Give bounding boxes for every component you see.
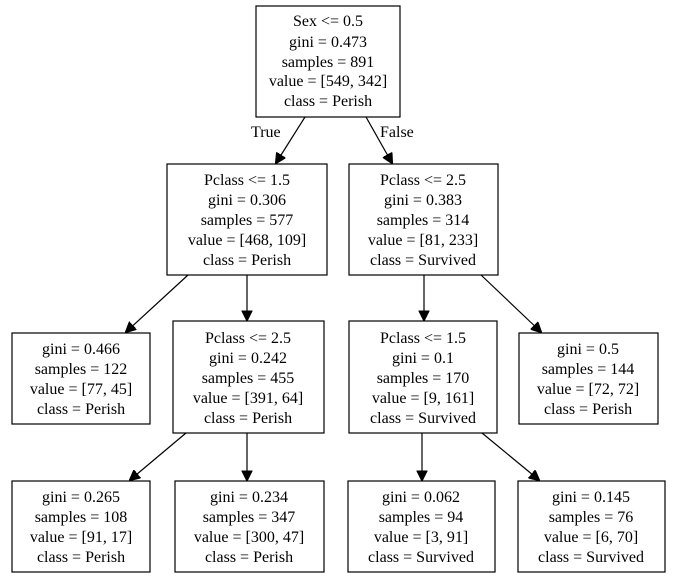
node-n2: Pclass <= 2.5 gini = 0.383 samples = 314… — [348, 163, 499, 276]
node-n1: Pclass <= 1.5 gini = 0.306 samples = 577… — [166, 163, 328, 276]
node-n5-line-3: samples = 170 — [377, 370, 470, 387]
node-n3-line-4: class = Perish — [37, 401, 125, 418]
node-n8: gini = 0.234 samples = 347 value = [300,… — [174, 480, 325, 573]
node-n8-line-1: gini = 0.234 — [210, 489, 288, 506]
node-n9-line-4: class = Survived — [368, 549, 474, 566]
node-n2-line-1: Pclass <= 2.5 — [380, 172, 466, 189]
edges — [126, 116, 541, 480]
edge-n4-to-n7 — [130, 432, 187, 480]
node-root-line-3: samples = 891 — [282, 54, 375, 71]
node-n1-line-5: class = Perish — [203, 252, 291, 269]
node-n2-line-2: gini = 0.383 — [384, 192, 462, 209]
node-n4: Pclass <= 2.5 gini = 0.242 samples = 455… — [172, 320, 325, 434]
node-n8-line-3: value = [300, 47] — [194, 529, 304, 546]
node-n9-line-1: gini = 0.062 — [382, 489, 460, 506]
edge-n5-to-n10 — [481, 432, 539, 480]
node-n6-line-2: samples = 144 — [542, 361, 635, 378]
node-n10-line-4: class = Survived — [538, 549, 644, 566]
node-n4-line-2: gini = 0.242 — [209, 350, 287, 367]
node-n7-line-3: value = [91, 17] — [30, 529, 132, 546]
edge-root-to-n2 — [365, 116, 392, 163]
node-n2-line-5: class = Survived — [370, 252, 476, 269]
node-n5: Pclass <= 1.5 gini = 0.1 samples = 170 v… — [348, 320, 498, 434]
node-n7-line-2: samples = 108 — [35, 509, 128, 526]
node-n9: gini = 0.062 samples = 94 value = [3, 91… — [347, 480, 496, 573]
node-n1-line-2: gini = 0.306 — [208, 192, 286, 209]
edge-n2-to-n6 — [480, 274, 541, 332]
node-n4-line-5: class = Perish — [204, 410, 292, 427]
node-n9-line-3: value = [3, 91] — [374, 529, 468, 546]
node-n7-line-1: gini = 0.265 — [42, 489, 120, 506]
node-root-line-1: Sex <= 0.5 — [293, 13, 363, 30]
node-n4-line-3: samples = 455 — [202, 370, 295, 387]
node-n3-line-2: samples = 122 — [35, 361, 128, 378]
edge-label-false: False — [380, 124, 414, 141]
node-n7: gini = 0.265 samples = 108 value = [91, … — [11, 480, 151, 573]
node-root-line-2: gini = 0.473 — [289, 34, 367, 51]
node-n2-line-4: value = [81, 233] — [368, 232, 478, 249]
node-n4-line-4: value = [391, 64] — [193, 390, 303, 407]
node-n2-line-3: samples = 314 — [377, 212, 470, 229]
node-n8-line-2: samples = 347 — [203, 509, 296, 526]
node-n10-line-2: samples = 76 — [549, 509, 634, 526]
node-n10: gini = 0.145 samples = 76 value = [6, 70… — [517, 480, 666, 573]
node-n5-line-2: gini = 0.1 — [392, 350, 454, 367]
node-n5-line-5: class = Survived — [370, 410, 476, 427]
node-root: Sex <= 0.5 gini = 0.473 samples = 891 va… — [255, 5, 401, 118]
node-n8-line-4: class = Perish — [205, 549, 293, 566]
node-n6: gini = 0.5 samples = 144 value = [72, 72… — [518, 332, 659, 425]
node-n3-line-3: value = [77, 45] — [30, 381, 132, 398]
edge-n1-to-n3 — [126, 274, 189, 332]
node-n3-line-1: gini = 0.466 — [42, 341, 120, 358]
node-n9-line-2: samples = 94 — [379, 509, 464, 526]
node-root-line-5: class = Perish — [284, 93, 372, 110]
node-n6-line-1: gini = 0.5 — [557, 341, 619, 358]
node-n10-line-1: gini = 0.145 — [552, 489, 630, 506]
node-root-line-4: value = [549, 342] — [269, 73, 387, 90]
node-n6-line-4: class = Perish — [544, 401, 632, 418]
node-n1-line-4: value = [468, 109] — [188, 232, 306, 249]
node-n3: gini = 0.466 samples = 122 value = [77, … — [11, 332, 151, 425]
node-n1-line-3: samples = 577 — [201, 212, 294, 229]
edge-label-true: True — [251, 124, 281, 141]
node-n10-line-3: value = [6, 70] — [544, 529, 638, 546]
node-n5-line-1: Pclass <= 1.5 — [380, 330, 466, 347]
node-n6-line-3: value = [72, 72] — [537, 381, 639, 398]
node-n5-line-4: value = [9, 161] — [372, 390, 474, 407]
node-n4-line-1: Pclass <= 2.5 — [205, 330, 291, 347]
edge-root-to-n1 — [276, 116, 306, 163]
node-n7-line-4: class = Perish — [37, 549, 125, 566]
node-n1-line-1: Pclass <= 1.5 — [204, 172, 290, 189]
